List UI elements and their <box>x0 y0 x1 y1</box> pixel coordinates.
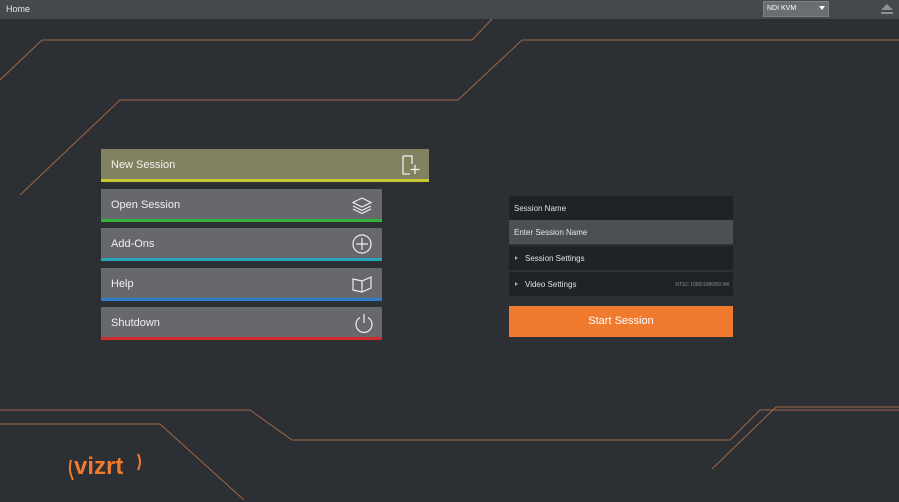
session-name-label: Session Name <box>509 196 733 220</box>
session-name-input[interactable] <box>509 220 733 244</box>
book-icon <box>352 276 372 293</box>
top-bar: Home NDI KVM <box>0 0 899 19</box>
eject-icon[interactable] <box>880 3 894 15</box>
power-icon <box>355 314 373 334</box>
new-session-button[interactable]: New Session <box>101 149 429 182</box>
add-ons-button[interactable]: Add-Ons <box>101 228 382 261</box>
session-settings-expander[interactable]: Session Settings <box>509 246 733 270</box>
video-settings-label: Video Settings <box>525 280 577 289</box>
output-dropdown-value: NDI KVM <box>767 5 797 12</box>
shutdown-label: Shutdown <box>111 317 160 329</box>
add-ons-bar <box>101 258 382 261</box>
logo-text: vizrt <box>74 453 123 480</box>
new-session-bar <box>101 179 429 182</box>
new-session-icon <box>402 155 420 175</box>
output-dropdown[interactable]: NDI KVM <box>763 1 829 17</box>
help-button[interactable]: Help <box>101 268 382 301</box>
video-settings-expander[interactable]: Video Settings NTSC 1080/1080/59.94i <box>509 272 733 296</box>
layers-icon <box>351 197 373 215</box>
video-format-value: NTSC 1080/1080/59.94i <box>675 282 729 288</box>
session-settings-label: Session Settings <box>525 254 585 263</box>
help-bar <box>101 298 382 301</box>
chevron-down-icon <box>819 6 825 10</box>
new-session-label: New Session <box>111 159 176 171</box>
session-panel: Session Name Session Settings Video Sett… <box>509 196 733 296</box>
home-title: Home <box>6 4 31 14</box>
open-session-button[interactable]: Open Session <box>101 189 382 222</box>
vizrt-logo: vizrt <box>68 453 141 481</box>
shutdown-button[interactable]: Shutdown <box>101 307 382 340</box>
shutdown-bar <box>101 337 382 340</box>
help-label: Help <box>111 278 134 290</box>
expand-arrow-icon <box>515 282 518 286</box>
open-session-label: Open Session <box>111 199 181 211</box>
expand-arrow-icon <box>515 256 518 260</box>
add-ons-label: Add-Ons <box>111 238 155 250</box>
open-session-bar <box>101 219 382 222</box>
start-session-button[interactable]: Start Session <box>509 306 733 337</box>
plus-circle-icon <box>352 234 372 254</box>
